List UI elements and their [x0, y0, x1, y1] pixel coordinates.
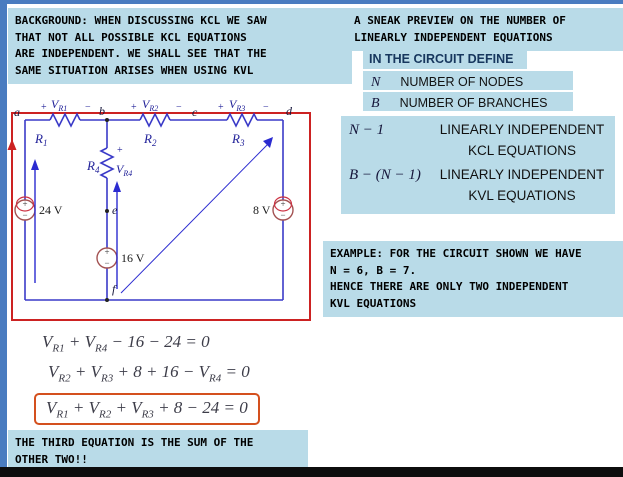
plus-sign: + — [104, 247, 109, 257]
kvl-count-line1: LINEARLY INDEPENDENT — [439, 167, 605, 182]
minus-sign: − — [263, 102, 269, 113]
highlighted-equation-box: VR1 + VR2 + VR3 + 8 − 24 = 0 — [34, 392, 260, 426]
kcl-count-text: LINEARLY INDEPENDENT KCL EQUATIONS — [433, 120, 611, 165]
definition-branches-label: NUMBER OF BRANCHES — [399, 96, 548, 110]
resistor-label-r3: R3 — [231, 131, 245, 148]
resistor-label-r1: R1 — [34, 131, 47, 148]
resistor-voltage-labels: + VR1 − + VR2 − + VR3 − + VR4 — [41, 97, 269, 178]
symbol-b: B — [371, 96, 380, 111]
left-border — [0, 0, 7, 477]
kvl-equation-3: VR1 + VR2 + VR3 + 8 − 24 = 0 — [34, 392, 260, 426]
plus-sign: + — [41, 102, 47, 113]
definition-nodes-label: NUMBER OF NODES — [400, 75, 524, 89]
node-label-a: a — [14, 105, 20, 119]
middle-loop-arrowhead — [113, 181, 121, 192]
source-8v-symbol — [272, 199, 294, 221]
right-loop-arrowhead — [263, 137, 273, 148]
kcl-count-row: N − 1 LINEARLY INDEPENDENT KCL EQUATIONS — [345, 120, 611, 165]
voltage-label-vr2: VR2 — [142, 97, 158, 113]
minus-sign: − — [22, 210, 27, 220]
conclusion-box: THE THIRD EQUATION IS THE SUM OF THE OTH… — [8, 430, 308, 473]
kvl-count-formula: B − (N − 1) — [349, 167, 421, 183]
node-label-f: f — [112, 282, 117, 296]
kcl-count-formula: N − 1 — [349, 122, 385, 138]
top-border — [0, 0, 623, 4]
node-label-e: e — [112, 203, 118, 217]
plus-sign: + — [218, 102, 224, 113]
resistor-r1 — [49, 112, 81, 128]
plus-sign: + — [131, 102, 137, 113]
kvl-count-text: LINEARLY INDEPENDENT KVL EQUATIONS — [433, 165, 611, 210]
wires — [24, 119, 284, 301]
voltage-label-vr3: VR3 — [229, 97, 245, 113]
outer-loop-highlight — [11, 112, 311, 321]
node-label-d: d — [286, 104, 293, 118]
plus-sign: + — [280, 199, 285, 209]
node-labels: a b c d e f — [14, 104, 293, 296]
minus-sign: − — [104, 258, 109, 268]
right-loop-arrow — [120, 142, 270, 294]
independent-equations-box: N − 1 LINEARLY INDEPENDENT KCL EQUATIONS… — [341, 116, 615, 214]
plus-sign: + — [117, 145, 123, 156]
voltage-label-vr4: VR4 — [116, 162, 132, 178]
kvl-equation-1: VR1 + VR4 − 16 − 24 = 0 — [42, 332, 210, 355]
circuit-diagram: a b c d e f + VR1 − + VR2 − + VR3 − + VR… — [7, 97, 311, 321]
plus-sign: + — [22, 199, 27, 209]
background-note-box: BACKGROUND: WHEN DISCUSSING KCL WE SAW T… — [8, 8, 352, 84]
left-loop-arrowhead — [31, 159, 39, 170]
resistor-symbols — [49, 112, 258, 179]
resistor-r3 — [226, 112, 258, 128]
source-polarity-marks: + − + − + − — [22, 199, 285, 268]
kvl-count-line2: KVL EQUATIONS — [468, 187, 576, 203]
sneak-preview-title-box: A SNEAK PREVIEW ON THE NUMBER OF LINEARL… — [347, 8, 623, 51]
voltage-label-vr1: VR1 — [51, 97, 67, 113]
outer-loop-arrowhead — [7, 139, 17, 150]
source-labels: 24 V 16 V 8 V — [39, 203, 271, 265]
kvl-equation-2: VR2 + VR3 + 8 + 16 − VR4 = 0 — [48, 362, 250, 385]
minus-sign: − — [85, 102, 91, 113]
resistor-label-r4: R4 — [86, 158, 100, 175]
polarity-highlights — [15, 196, 293, 212]
resistor-name-labels: R1 R2 R3 R4 — [34, 131, 245, 175]
example-box: EXAMPLE: FOR THE CIRCUIT SHOWN WE HAVE N… — [323, 241, 623, 317]
minus-sign: − — [176, 102, 182, 113]
node-dots — [105, 118, 109, 302]
bottom-bar — [0, 467, 623, 477]
loop-arrows — [31, 137, 273, 294]
equations: VR1 + VR4 − 16 − 24 = 0 VR2 + VR3 + 8 + 1… — [28, 332, 260, 433]
resistor-r2 — [139, 112, 171, 128]
kvl-count-row: B − (N − 1) LINEARLY INDEPENDENT KVL EQU… — [345, 165, 611, 210]
kcl-count-line1: LINEARLY INDEPENDENT — [439, 122, 605, 137]
source-label-16v: 16 V — [121, 251, 145, 265]
polarity-highlight-8v — [273, 196, 293, 212]
node-label-c: c — [192, 105, 198, 119]
resistor-label-r2: R2 — [143, 131, 157, 148]
symbol-n: N — [371, 75, 381, 90]
source-label-24v: 24 V — [39, 203, 63, 217]
kcl-count-line2: KCL EQUATIONS — [467, 142, 577, 158]
resistor-r4 — [99, 147, 115, 179]
source-label-8v: 8 V — [253, 203, 271, 217]
minus-sign: − — [280, 210, 285, 220]
define-heading: IN THE CIRCUIT DEFINE — [363, 50, 527, 69]
polarity-highlight-24v — [15, 196, 35, 212]
definition-branches: B NUMBER OF BRANCHES — [363, 92, 573, 111]
definition-nodes: N NUMBER OF NODES — [363, 71, 573, 90]
node-label-b: b — [99, 104, 105, 118]
